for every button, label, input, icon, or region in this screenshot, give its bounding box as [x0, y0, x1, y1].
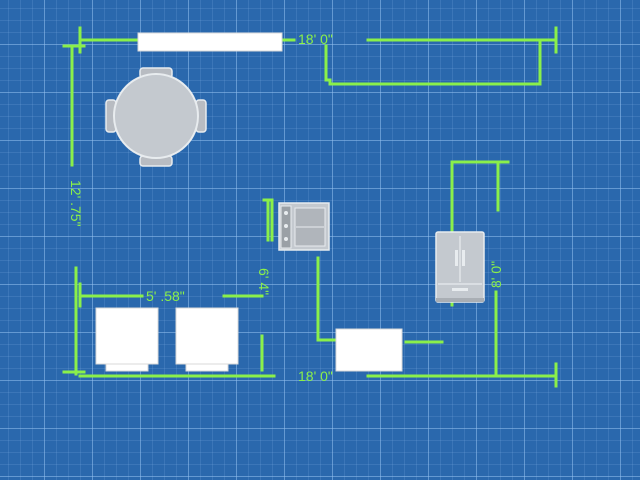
right-height-label: 8' 0" — [488, 260, 504, 288]
counter-width-label: 5' .58" — [146, 288, 185, 304]
counter-outline-top-right — [324, 38, 542, 86]
round-table-top — [113, 73, 199, 159]
base-cabinet-right — [175, 307, 239, 372]
bottom-width-label: 18' 0" — [298, 368, 333, 384]
left-height-label: 12' .75" — [68, 180, 84, 227]
stove-dimension-bracket — [262, 198, 274, 242]
refrigerator-icon — [435, 231, 485, 303]
base-cabinet-left — [95, 307, 159, 372]
dining-table — [105, 67, 207, 167]
stove-icon — [278, 202, 330, 251]
island-connector-line — [316, 256, 338, 342]
counter-height-label: 6' 4" — [256, 268, 272, 296]
kitchen-island — [335, 328, 403, 372]
wall-counter-top — [137, 32, 283, 52]
top-width-label: 18' 0" — [298, 31, 333, 47]
